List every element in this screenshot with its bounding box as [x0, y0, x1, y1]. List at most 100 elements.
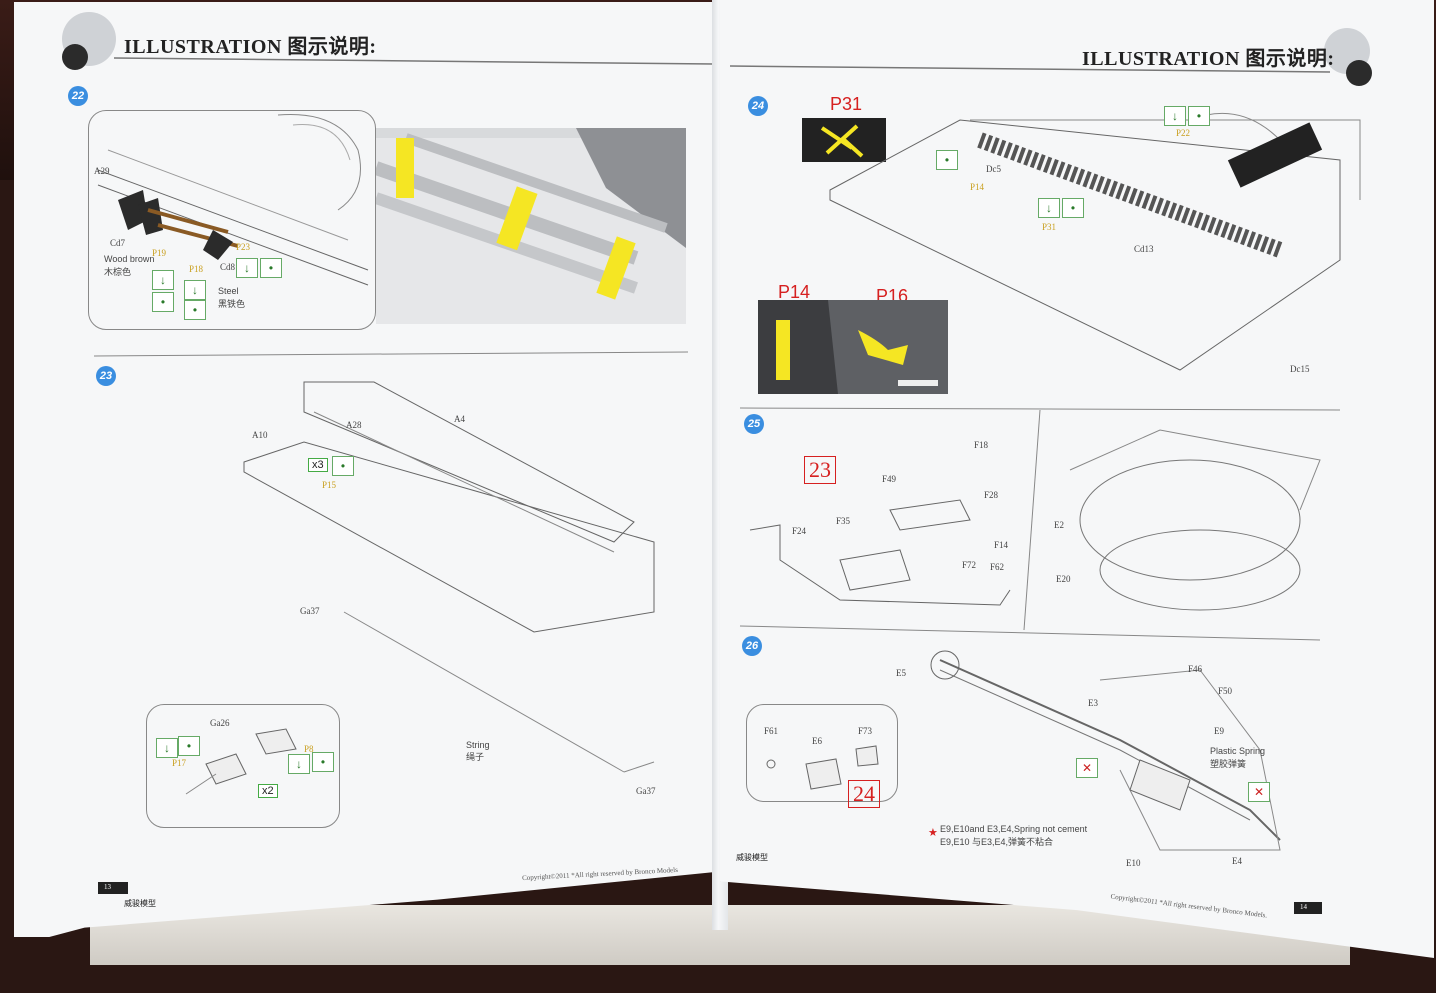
step23-drawing: [243, 381, 655, 773]
left-page: ILLUSTRATION 图示说明: 22 A29 Cd7 P19 P18 P2…: [14, 2, 720, 937]
paint-steel-cn: 黑铁色: [218, 299, 246, 309]
header-decoration-dot: [62, 44, 88, 70]
label-p23: P23: [236, 242, 251, 252]
string-label: String: [466, 740, 490, 750]
part-label-p31: P31: [830, 94, 863, 114]
label-e3: E3: [1088, 698, 1098, 708]
render-parts: [376, 128, 686, 324]
page-title: ILLUSTRATION 图示说明:: [124, 36, 377, 58]
glue-icon: •: [312, 752, 334, 772]
paint-steel: Steel: [218, 286, 239, 296]
label-p19: P19: [152, 248, 167, 258]
cement-note-cn: E9,E10 与E3,E4,弹簧不粘合: [940, 837, 1054, 847]
p31-photo: [802, 118, 886, 162]
reference-step-24: 24: [848, 780, 880, 808]
glue-icon: ↓: [156, 738, 178, 758]
label-e10: E10: [1126, 858, 1141, 868]
copyright-left: Copyright©2011 *All right reserved by Br…: [521, 865, 679, 883]
label-e9: E9: [1214, 726, 1224, 736]
glue-icon: ↓: [236, 258, 258, 278]
step23-detail-drawing: [185, 728, 297, 795]
paint-wood-brown: Wood brown: [104, 254, 155, 264]
step26-detail-box: [746, 704, 898, 802]
label-p18: P18: [189, 264, 204, 274]
step22-detail-box: [88, 110, 376, 330]
header-rule: [729, 65, 1341, 641]
string-label-cn: 绳子: [466, 752, 485, 762]
page-number-bar: [98, 882, 128, 894]
label-ga26: Ga26: [210, 718, 230, 728]
page-number-left: 13: [104, 883, 111, 891]
label-cd8: Cd8: [220, 262, 236, 272]
plastic-spring-label: Plastic Spring: [1210, 746, 1266, 756]
step26-detail-drawing: [766, 745, 879, 790]
glue-icon: ↓: [152, 270, 174, 290]
p14-p16-photo: [758, 300, 948, 394]
label-f49: F49: [882, 474, 897, 484]
page-title: ILLUSTRATION 图示说明:: [1082, 48, 1335, 70]
step26-drawing: [930, 650, 1281, 851]
glue-icon: •: [184, 300, 206, 320]
header-decoration-dot: [1346, 60, 1372, 86]
label-p22: P22: [1176, 128, 1191, 138]
glue-icon: •: [1062, 198, 1084, 218]
label-f18: F18: [974, 440, 989, 450]
part-label-p14: P14: [778, 282, 811, 302]
glue-icon: •: [332, 456, 354, 476]
label-f50: F50: [1218, 686, 1233, 696]
glue-icon: •: [1188, 106, 1210, 126]
label-a28: A28: [346, 420, 362, 430]
label-e5: E5: [896, 668, 906, 678]
glue-icon: ↓: [184, 280, 206, 300]
label-f24: F24: [792, 526, 807, 536]
label-p15: P15: [322, 480, 337, 490]
reference-step-23: 23: [804, 456, 836, 484]
label-f46: F46: [1188, 664, 1203, 674]
label-a29: A29: [94, 166, 110, 176]
step25-drawing: [749, 429, 1321, 611]
cement-note-star: ★: [928, 827, 938, 839]
step-number-22: 22: [68, 86, 88, 106]
step24-drawing: [829, 112, 1361, 371]
glue-icon: •: [260, 258, 282, 278]
label-f72: F72: [962, 560, 977, 570]
label-f62: F62: [990, 562, 1005, 572]
label-e2: E2: [1054, 520, 1064, 530]
no-glue-icon: ✕: [1248, 782, 1270, 802]
section-divider: [93, 351, 689, 357]
label-a10: A10: [252, 430, 268, 440]
glue-icon: ↓: [1038, 198, 1060, 218]
label-e4: E4: [1232, 856, 1242, 866]
step-number-26: 26: [742, 636, 762, 656]
label-cd13: Cd13: [1134, 244, 1154, 254]
label-dc15: Dc15: [1290, 364, 1310, 374]
label-f61: F61: [764, 726, 779, 736]
cement-note: E9,E10and E3,E4,Spring not cement: [940, 824, 1088, 834]
right-page: ILLUSTRATION 图示说明: 24 P31 P14 P16 ↓ • • …: [720, 0, 1434, 958]
quantity-x2: x2: [258, 784, 278, 798]
page-number-bar: [1294, 902, 1322, 914]
p14-p16-parts: [758, 300, 938, 394]
label-p8: P8: [304, 744, 314, 754]
brand-right: 威骏模型: [736, 853, 768, 862]
plastic-spring-label-cn: 塑胶弹簧: [1210, 759, 1247, 769]
step22-render: [376, 128, 686, 324]
label-dc5: Dc5: [986, 164, 1001, 174]
page-number-right: 14: [1300, 903, 1307, 911]
step-number-25: 25: [744, 414, 764, 434]
glue-icon: •: [152, 292, 174, 312]
label-p17: P17: [172, 758, 187, 768]
glue-icon: ↓: [1164, 106, 1186, 126]
step-number-23: 23: [96, 366, 116, 386]
label-f73: F73: [858, 726, 873, 736]
step23-detail-box: [146, 704, 340, 828]
label-e6: E6: [812, 736, 822, 746]
glue-icon: ↓: [288, 754, 310, 774]
quantity-x3: x3: [308, 458, 328, 472]
step22-drawing: [97, 113, 369, 286]
label-p31: P31: [1042, 222, 1057, 232]
label-ga37-top: Ga37: [300, 606, 320, 616]
label-a4: A4: [454, 414, 465, 424]
glue-icon: •: [936, 150, 958, 170]
glue-icon: •: [178, 736, 200, 756]
